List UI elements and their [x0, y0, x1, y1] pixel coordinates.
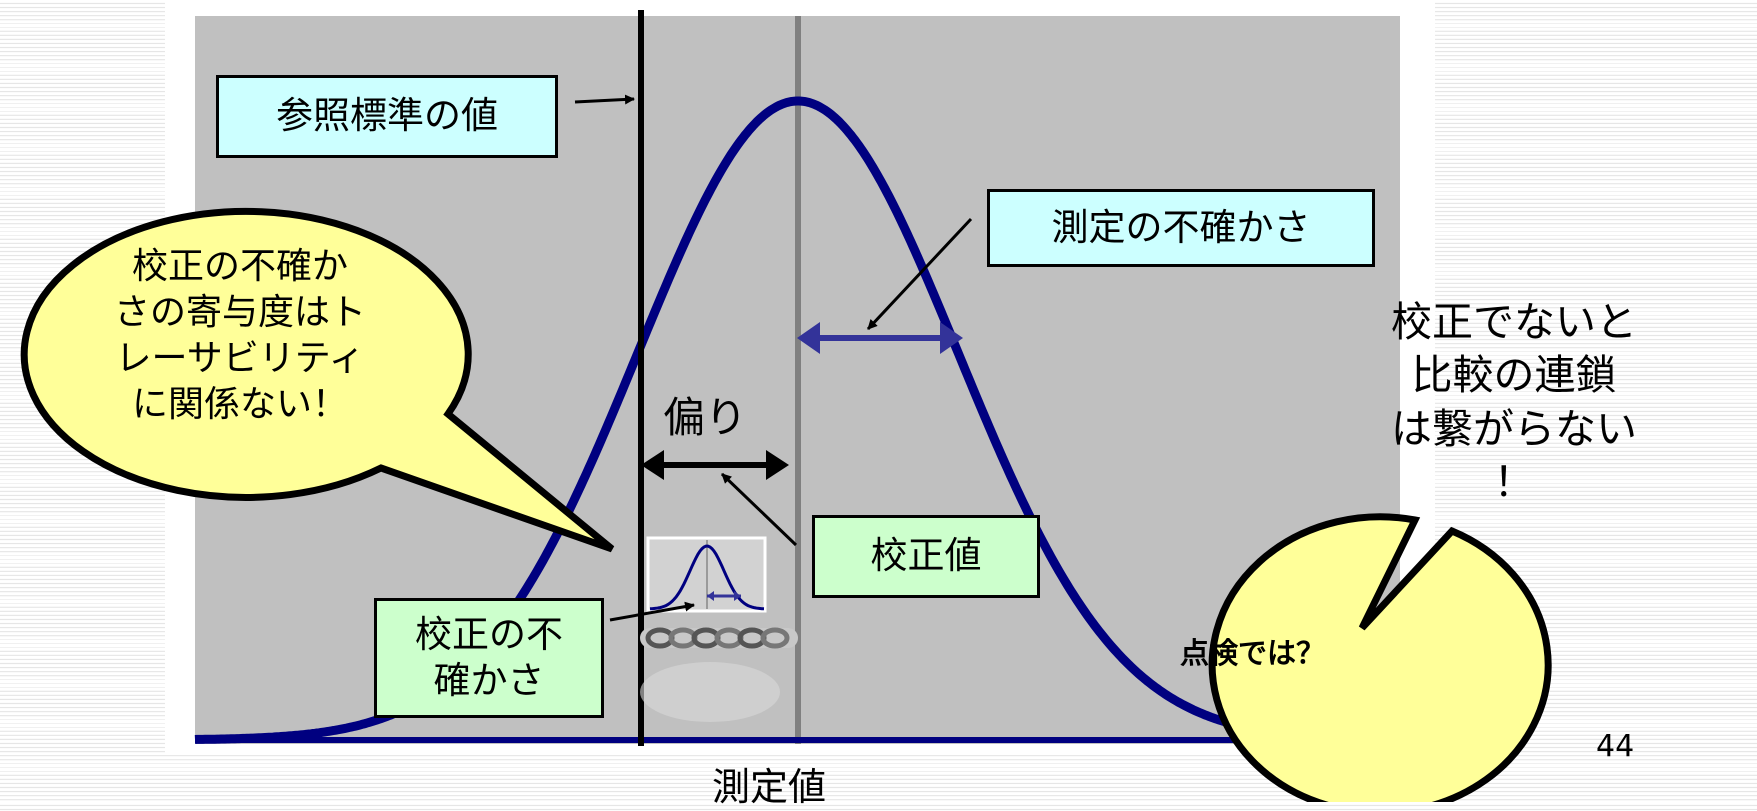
calibration-uncertainty-label: 校正の不 確かさ — [374, 598, 604, 718]
bias-double-arrow — [641, 450, 789, 480]
left-bubble-line-1: 校正の不確か — [131, 246, 348, 287]
right-bubble-line-1: 校正でないと — [1391, 298, 1637, 346]
measurement-uncertainty-arrow — [797, 322, 963, 354]
calibration-uncertainty-pointer — [609, 601, 695, 622]
left-bubble-line-2: さの寄与度はト — [113, 292, 366, 334]
bias-label: 偏り — [663, 393, 748, 442]
right-bubble-text: 校正でないと 比較の連鎖 は繋がらない ！ — [1364, 296, 1664, 509]
right-bubble-line-4: ！ — [1493, 457, 1535, 506]
left-bubble-line-3: レーサビリティ — [115, 338, 365, 380]
calibration-value-label: 校正値 — [812, 515, 1040, 598]
inspection-label: 点検では？ — [1180, 636, 1326, 670]
right-speech-bubble — [1208, 513, 1552, 802]
calibration-uncertainty-line-1: 校正の不 — [415, 612, 563, 656]
x-axis-label: 測定値 — [712, 765, 827, 809]
right-bubble-line-2: 比較の連鎖 — [1411, 351, 1617, 400]
calibration-pointer-arrow — [720, 472, 798, 547]
calibration-uncertainty-inset — [646, 536, 767, 613]
left-bubble-text: 校正の不確か さの寄与度はト レーサビリティ に関係ない！ — [60, 244, 420, 428]
left-speech-bubble — [20, 207, 615, 553]
right-bubble-line-3: は繋がらない — [1391, 404, 1637, 453]
reference-pointer-arrow — [574, 94, 635, 105]
chain-icon — [640, 627, 798, 722]
reference-value-label: 参照標準の値 — [216, 75, 558, 158]
measurement-uncertainty-label: 測定の不確かさ — [987, 189, 1375, 267]
left-bubble-line-4: に関係ない！ — [131, 384, 348, 426]
page-number: 44 — [1596, 729, 1635, 764]
uncertainty-pointer-arrow — [866, 217, 973, 331]
calibration-uncertainty-line-2: 確かさ — [433, 659, 545, 702]
